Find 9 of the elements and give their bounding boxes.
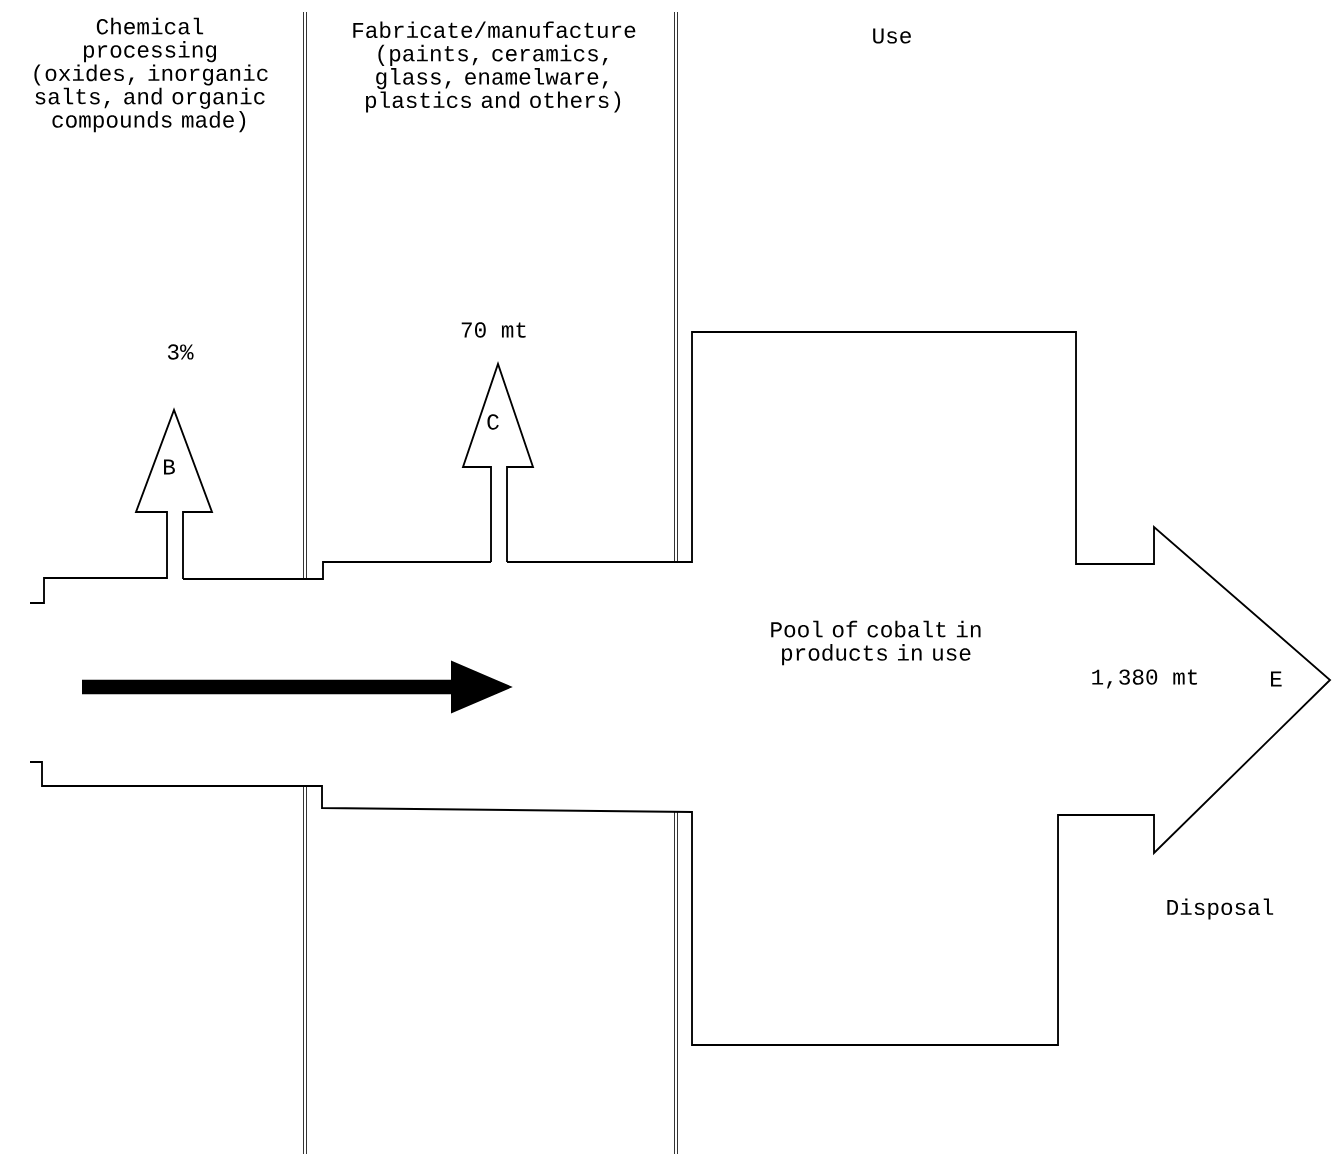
column-heading: Chemical processing (oxides, inorganic salts, and organic compounds made) [34,17,268,133]
column-heading: Use [873,28,911,44]
flow-amount: 3% [167,344,194,360]
flow-amount: 70 mt [461,322,526,338]
flow-label: Pool of cobalt in products in use [771,620,981,666]
flow-label: 1,380 mt [1092,669,1198,689]
flow-label: E [1271,671,1282,687]
stage-label: Disposal [1167,898,1274,920]
column-heading: Fabricate/manufacture (paints, ceramics, glass, enamelware, plastics and others) [353,21,636,113]
